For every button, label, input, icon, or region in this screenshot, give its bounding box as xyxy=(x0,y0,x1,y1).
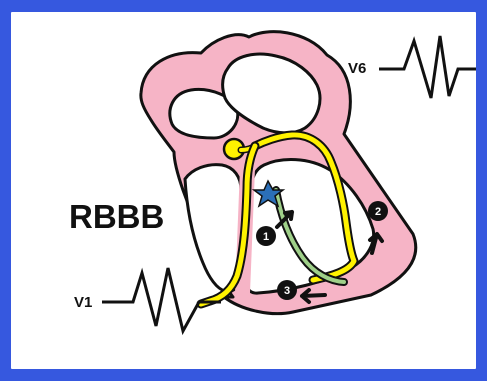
marker-3-label: 3 xyxy=(284,285,290,297)
marker-3: 3 xyxy=(277,280,297,300)
right-ventricle xyxy=(185,165,241,292)
marker-2-label: 2 xyxy=(375,206,381,218)
marker-2: 2 xyxy=(368,201,388,221)
rbbb-diagram: 1 2 3 RBBB V6 V1 xyxy=(11,12,476,369)
diagram-title: RBBB xyxy=(69,198,164,235)
lead-v6-trace xyxy=(379,36,476,98)
diagram-panel: 1 2 3 RBBB V6 V1 xyxy=(11,12,476,369)
lead-v1-label: V1 xyxy=(74,294,92,311)
lead-v6-label: V6 xyxy=(348,60,366,77)
marker-1-label: 1 xyxy=(263,231,269,243)
marker-1: 1 xyxy=(256,226,276,246)
